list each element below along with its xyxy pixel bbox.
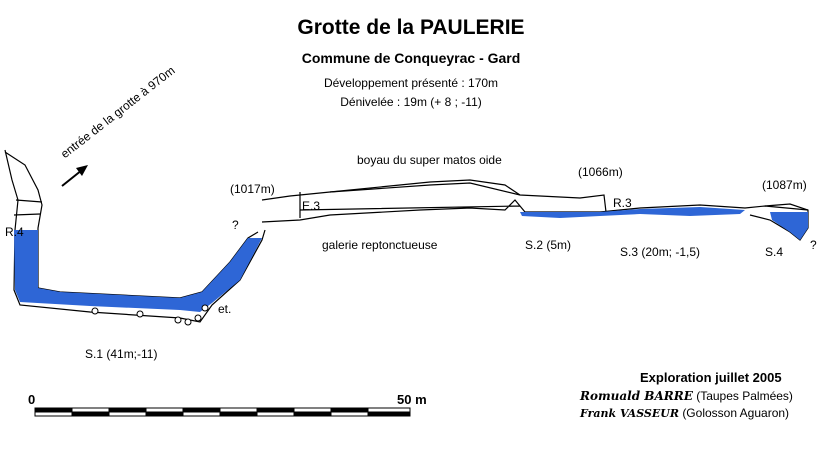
boyau [329, 179, 521, 196]
water-s4 [770, 212, 808, 240]
org-2: (Golosson Aguaron) [682, 406, 790, 420]
denivelee: Dénivelée : 19m (+ 8 ; -11) [340, 95, 482, 109]
credit-1: Romuald BARRE (Taupes Palmées) [580, 389, 793, 403]
scale-start: 0 [28, 392, 36, 407]
org-1: (Taupes Palmées) [696, 389, 793, 403]
subtitle: Commune de Conqueyrac - Gard [301, 50, 521, 66]
label-s1: S.1 (41m;-11) [85, 347, 158, 361]
label-r3: R.3 [613, 196, 632, 210]
label-e3: E.3 [302, 199, 321, 213]
exploration-date: Exploration juillet 2005 [640, 370, 782, 385]
entrance-arrow [61, 165, 88, 187]
author-1: Romuald BARRE [580, 389, 693, 403]
label-alt1066: (1066m) [578, 165, 623, 179]
scale-end: 50 m [397, 392, 427, 407]
water-s2-s3 [520, 207, 745, 218]
author-2: Frank VASSEUR [580, 407, 679, 420]
credit-2: Frank VASSEUR (Golosson Aguaron) [580, 406, 789, 420]
label-alt1017: (1017m) [230, 182, 275, 196]
label-s2: S.2 (5m) [525, 238, 572, 252]
label-boyau: boyau du super matos oide [357, 153, 502, 167]
label-q2: ? [810, 238, 817, 252]
scale-bar [34, 407, 411, 417]
label-et: et. [218, 302, 232, 316]
water-s1 [14, 230, 262, 312]
label-s4: S.4 [765, 245, 784, 259]
label-alt1087: (1087m) [762, 178, 807, 192]
upper-gallery [261, 182, 809, 223]
shaft-cross-1 [13, 199, 43, 216]
development: Développement présenté : 170m [323, 76, 499, 90]
label-r4: R.4 [5, 225, 24, 239]
page-title: Grotte de la PAULERIE [297, 16, 525, 39]
label-q1: ? [232, 218, 239, 232]
label-s3: S.3 (20m; -1,5) [620, 245, 701, 259]
label-galerie: galerie reptonctueuse [322, 238, 438, 252]
